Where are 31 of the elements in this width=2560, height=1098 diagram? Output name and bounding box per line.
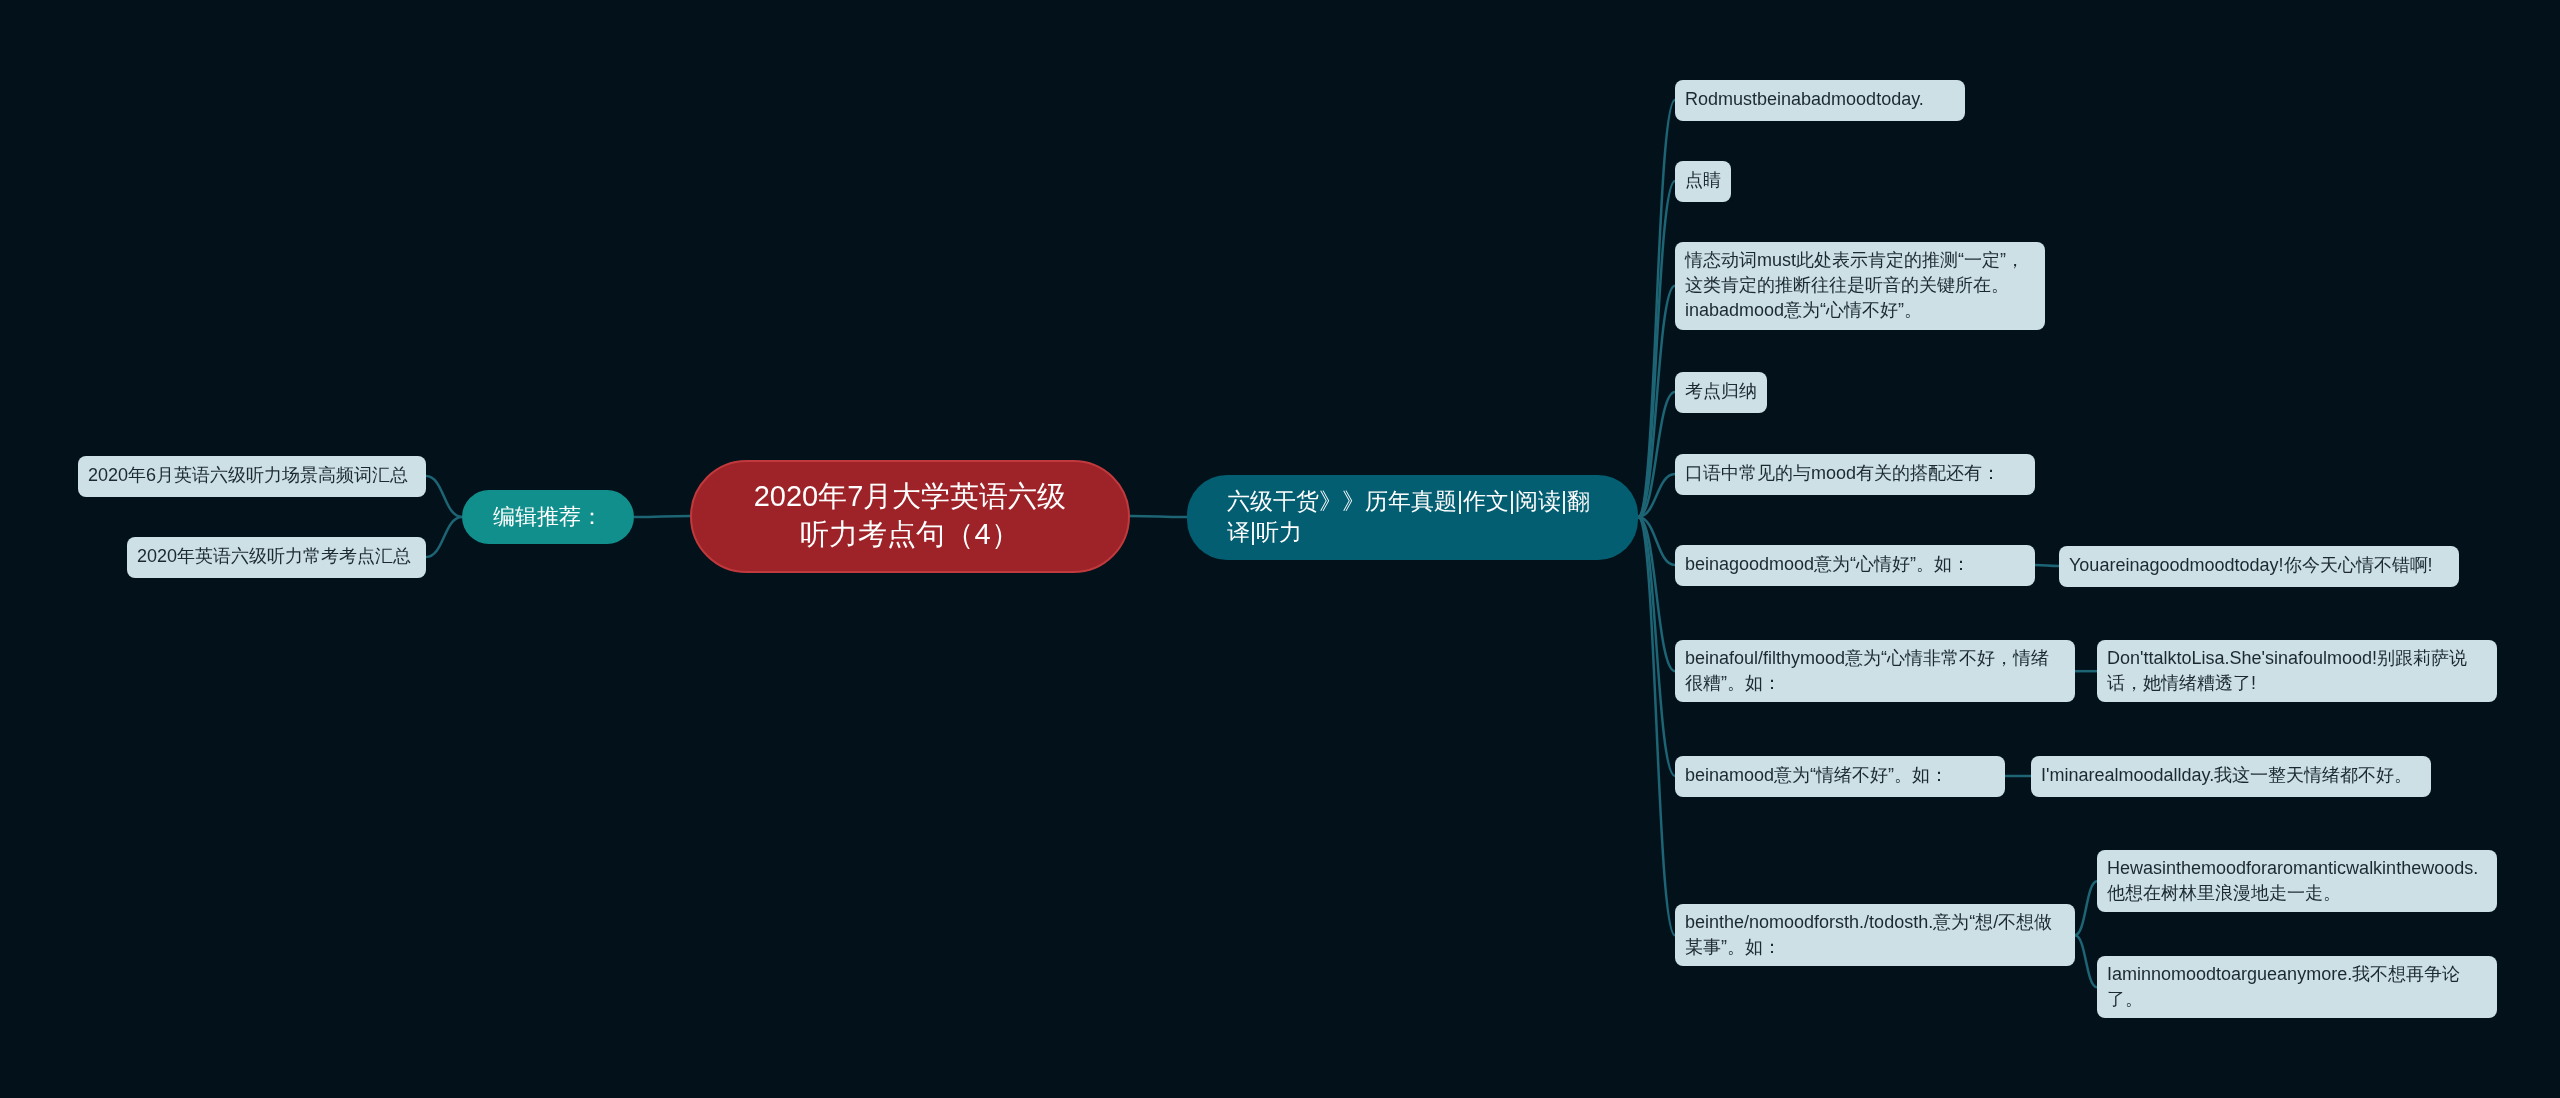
connector-line <box>1636 180 1677 518</box>
subtopic-box: Hewasinthemoodforaromanticwalkinthewoods.他想在树林里浪漫地走一走。 <box>2097 850 2497 913</box>
subtopic-box: beinafoul/filthymood意为“心情非常不好，情绪很糟”。如： <box>1675 640 2075 703</box>
connector-line <box>1636 516 1677 936</box>
connector-line <box>425 515 463 559</box>
subtopic-box: 点睛 <box>1675 160 1731 202</box>
connector-line <box>425 474 463 519</box>
connector-line <box>1637 516 1676 777</box>
subtopic-box: Don'ttalktoLisa.She'sinafoulmood!别跟莉萨说话，她情绪糟透了! <box>2097 640 2497 703</box>
subtopic-box: Youareinagoodmoodtoday!你今天心情不错啊! <box>2059 545 2459 587</box>
connector-line <box>2035 563 2059 568</box>
subtopic-box: Iaminnomoodtoargueanymore.我不想再争论了。 <box>2097 956 2497 1019</box>
subtopic-box: 情态动词must此处表示肯定的推测“一定”，这类肯定的推断往往是听音的关键所在。inabadmood意为“心情不好”。 <box>1675 242 2045 330</box>
subtopic-box: Rodmustbeinabadmoodtoday. <box>1675 79 1965 121</box>
connector-line <box>2005 774 2031 778</box>
subtopic-box: beinagoodmood意为“心情好”。如： <box>1675 544 2035 586</box>
subtopic-box: beinamood意为“情绪不好”。如： <box>1675 755 2005 797</box>
subtopic-box: 2020年6月英语六级听力场景高频词汇总 <box>78 455 426 497</box>
main-topic: 六级干货》》历年真题|作文|阅读|翻译|听力 <box>1187 474 1638 560</box>
connector-line <box>634 514 690 519</box>
subtopic-box: I'minarealmoodallday.我这一整天情绪都不好。 <box>2031 755 2431 797</box>
subtopic-box: 口语中常见的与mood有关的搭配还有： <box>1675 453 2035 495</box>
subtopic-box: 2020年英语六级听力常考考点汇总 <box>127 536 426 578</box>
subtopic-box: 考点归纳 <box>1675 371 1767 413</box>
central-topic: 2020年7月大学英语六级听力考点句（4） <box>690 459 1130 573</box>
branch-topic: 编辑推荐： <box>462 490 634 544</box>
connector-line <box>2074 880 2098 937</box>
connector-line <box>1130 514 1187 519</box>
connector-line <box>2075 669 2097 673</box>
connector-line <box>2074 934 2098 989</box>
subtopic-box: beinthe/nomoodforsth./todosth.意为“想/不想做某事”。如： <box>1675 904 2075 967</box>
